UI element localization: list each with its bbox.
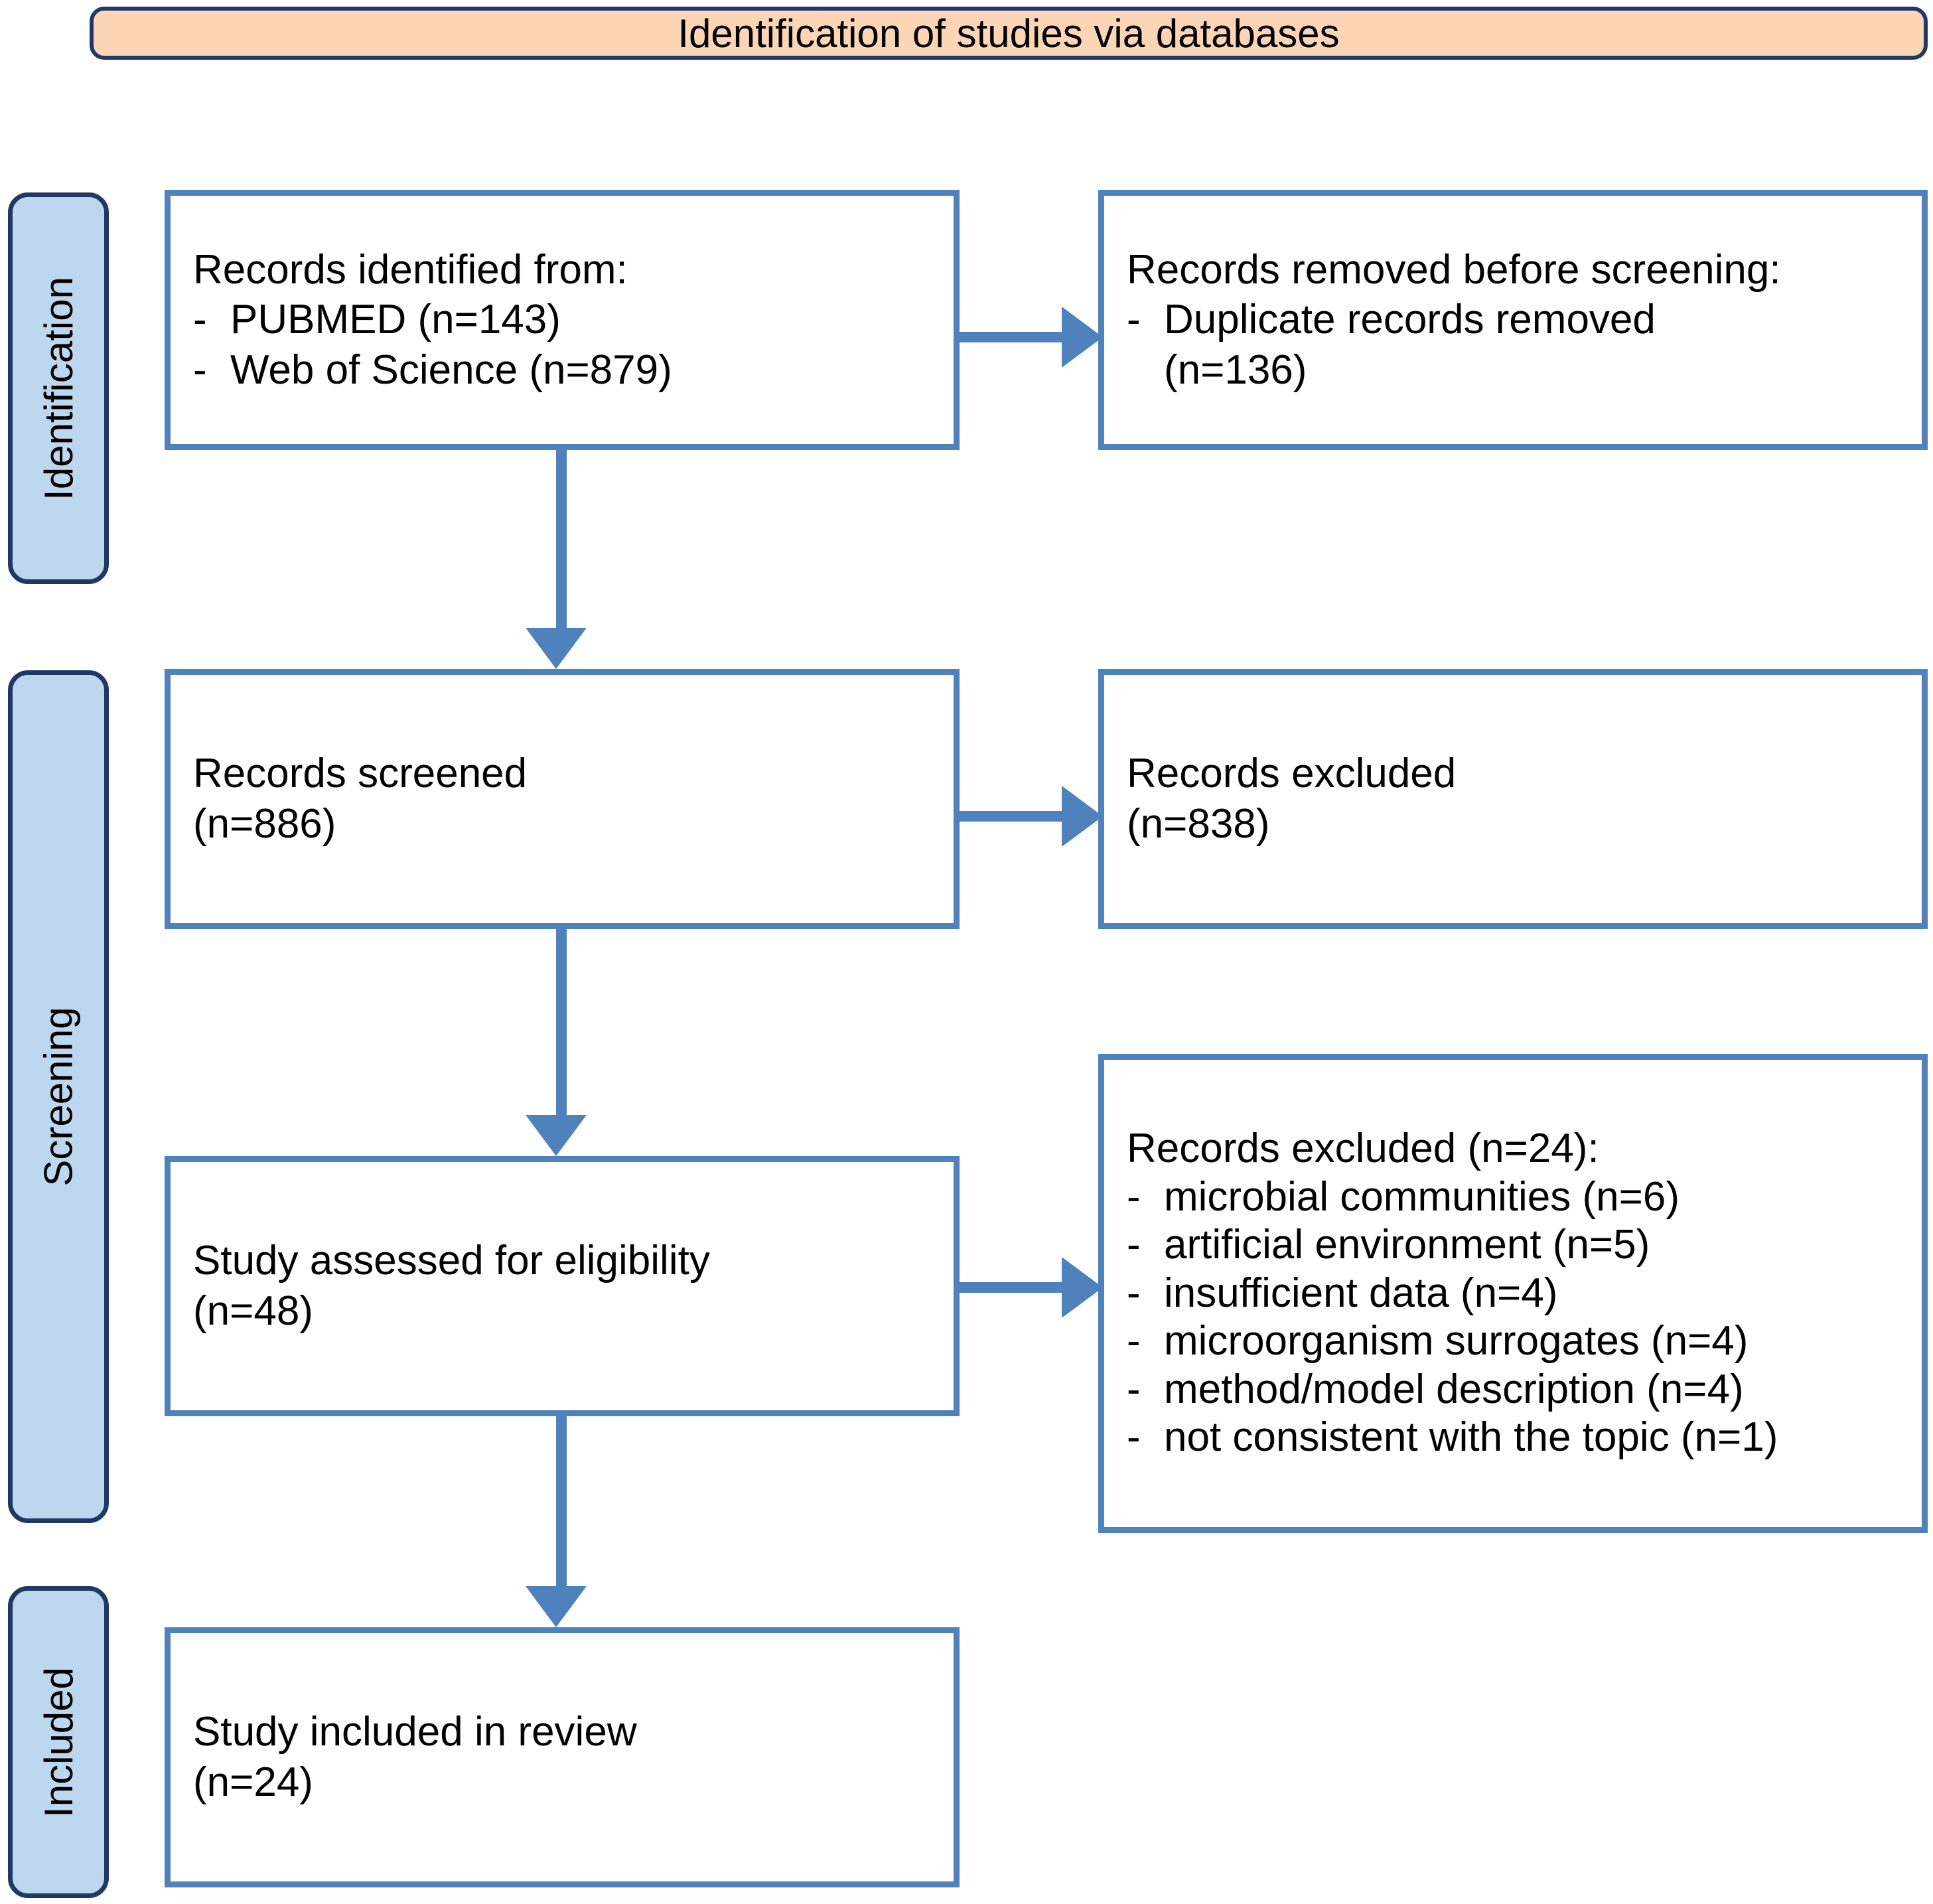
box-records-excluded-reasons: Records excluded (n=24): -microbial comm…: [1098, 1054, 1928, 1533]
box-records-screened-label: Records screened: [193, 751, 528, 797]
box-records-excluded-reasons-item-4-text: method/model description (n=4): [1164, 1366, 1744, 1412]
connector-screened-to-excluded: [960, 811, 1071, 822]
box-records-identified-item-0: -PUBMED (n=143): [193, 295, 931, 345]
bullet-dash-icon: -: [1127, 1366, 1141, 1412]
box-study-included-label: Study included in review: [193, 1709, 637, 1755]
arrow-down-icon: [526, 1586, 587, 1627]
box-study-eligibility-label: Study assessed for eligibility: [193, 1238, 710, 1284]
box-records-removed-heading: Records removed before screening:: [1127, 246, 1781, 293]
connector-screened-to-eligibility: [556, 929, 567, 1116]
box-records-identified-heading: Records identified from:: [193, 246, 628, 293]
arrow-right-icon: [1062, 307, 1103, 368]
connector-eligibility-to-excluded-reasons: [960, 1282, 1071, 1293]
bullet-dash-icon: -: [1127, 1414, 1141, 1461]
box-records-excluded-reasons-item-4: -method/model description (n=4): [1127, 1366, 1899, 1414]
bullet-dash-icon: -: [193, 346, 207, 393]
box-study-included-count: (n=24): [193, 1759, 313, 1805]
box-records-screened: Records screened (n=886): [165, 669, 960, 929]
box-records-excluded: Records excluded (n=838): [1098, 669, 1928, 929]
stage-band-identification: Identification: [8, 192, 109, 584]
connector-eligibility-to-included: [556, 1416, 567, 1587]
box-study-eligibility-count: (n=48): [193, 1288, 313, 1334]
header-title: Identification of studies via databases: [678, 11, 1340, 56]
box-records-identified-item-1: -Web of Science (n=879): [193, 345, 931, 396]
box-records-excluded-count: (n=838): [1127, 801, 1270, 847]
box-records-excluded-reasons-heading: Records excluded (n=24):: [1127, 1126, 1599, 1172]
box-records-excluded-reasons-item-5: -not consistent with the topic (n=1): [1127, 1414, 1899, 1462]
connector-identified-to-screened: [556, 450, 567, 629]
box-study-included: Study included in review (n=24): [165, 1627, 960, 1887]
box-records-identified-item-1-text: Web of Science (n=879): [230, 346, 672, 393]
header-banner: Identification of studies via databases: [90, 7, 1928, 60]
box-records-excluded-reasons-item-3: -microorganism surrogates (n=4): [1127, 1317, 1899, 1366]
stage-band-included-label: Included: [36, 1666, 81, 1818]
bullet-dash-icon: -: [1127, 1270, 1141, 1316]
box-records-excluded-reasons-item-1-text: artificial environment (n=5): [1164, 1222, 1650, 1268]
bullet-dash-icon: -: [193, 297, 207, 343]
box-records-identified-item-0-text: PUBMED (n=143): [230, 297, 561, 343]
stage-band-included: Included: [8, 1586, 109, 1898]
box-records-removed-item-0-text: Duplicate records removed: [1164, 297, 1656, 343]
bullet-dash-icon: -: [1127, 1173, 1141, 1220]
box-records-excluded-reasons-item-3-text: microorganism surrogates (n=4): [1164, 1318, 1749, 1364]
box-records-removed: Records removed before screening: -Dupli…: [1098, 190, 1928, 450]
arrow-down-icon: [526, 628, 587, 669]
box-records-identified: Records identified from: -PUBMED (n=143)…: [165, 190, 960, 450]
box-records-removed-item-0: -Duplicate records removed: [1127, 295, 1899, 345]
box-study-eligibility: Study assessed for eligibility (n=48): [165, 1156, 960, 1416]
connector-identified-to-removed: [960, 332, 1071, 342]
arrow-down-icon: [526, 1115, 587, 1156]
box-records-excluded-reasons-item-2: -insufficient data (n=4): [1127, 1270, 1899, 1318]
bullet-dash-icon: -: [1127, 297, 1141, 343]
box-records-excluded-reasons-item-1: -artificial environment (n=5): [1127, 1221, 1899, 1270]
box-records-excluded-label: Records excluded: [1127, 751, 1457, 797]
box-records-excluded-reasons-item-0-text: microbial communities (n=6): [1164, 1173, 1680, 1220]
box-records-excluded-reasons-item-5-text: not consistent with the topic (n=1): [1164, 1414, 1778, 1461]
arrow-right-icon: [1062, 786, 1103, 847]
stage-band-identification-label: Identification: [36, 276, 81, 500]
bullet-dash-icon: -: [1127, 1318, 1141, 1364]
box-records-excluded-reasons-item-0: -microbial communities (n=6): [1127, 1173, 1899, 1222]
stage-band-screening-label: Screening: [36, 1007, 81, 1187]
box-records-removed-item-0-count: (n=136): [1164, 346, 1307, 393]
box-records-excluded-reasons-item-2-text: insufficient data (n=4): [1164, 1270, 1558, 1316]
stage-band-screening: Screening: [8, 670, 109, 1523]
arrow-right-icon: [1062, 1257, 1103, 1318]
box-records-screened-count: (n=886): [193, 801, 336, 847]
bullet-dash-icon: -: [1127, 1222, 1141, 1268]
